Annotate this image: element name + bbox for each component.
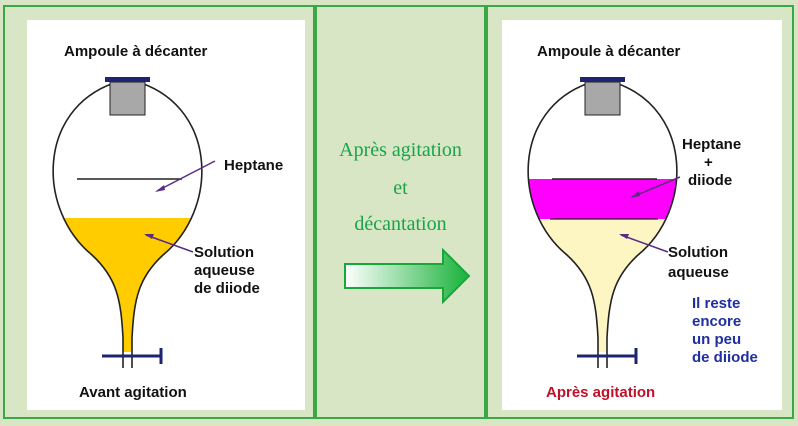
stopper-top [580, 77, 625, 82]
solution-label-line1: Solution [194, 244, 254, 261]
heptane-pointer [631, 176, 681, 198]
before-caption: Avant agitation [79, 384, 187, 401]
heptane-pointer-head [630, 191, 640, 198]
funnel-title: Ampoule à décanter [64, 43, 208, 60]
heptane-label-line2: + [704, 154, 713, 171]
note-line4: de diiode [692, 349, 758, 366]
solution-label-line3: de diiode [194, 280, 260, 297]
funnel-title: Ampoule à décanter [537, 43, 681, 60]
funnel-outline-left [52, 82, 124, 368]
funnel-outline-right [606, 82, 678, 368]
aqueous-iodine-layer [53, 218, 202, 338]
transition-line-1: Après agitation [339, 139, 462, 161]
panel-before-canvas: Ampoule à décanter Heptane Solution aque… [27, 20, 305, 410]
heptane-label-line3: diiode [688, 172, 733, 189]
solution-label-line2: aqueuse [668, 264, 729, 281]
stopper-body [584, 81, 621, 116]
panel-transition: Après agitation et décantation [315, 5, 486, 419]
transition-line-3: décantation [354, 213, 447, 235]
stem-liquid [123, 330, 132, 352]
panel-before: Ampoule à décanter Heptane Solution aque… [3, 5, 315, 419]
stopper-top [105, 77, 150, 82]
funnel-outline-left [527, 82, 599, 368]
note-line2: encore [692, 313, 742, 330]
note-line3: un peu [692, 331, 742, 348]
panel-after: Ampoule à décanter Heptane + diiode Solu… [486, 5, 794, 419]
solution-label-line2: aqueuse [194, 262, 255, 279]
panel-after-canvas: Ampoule à décanter Heptane + diiode Solu… [502, 20, 782, 410]
funnel-outline-right [131, 82, 203, 368]
right-arrow-icon [344, 247, 471, 305]
stem-liquid [598, 330, 607, 352]
funnel-before-illustration [52, 77, 216, 368]
heptane-pointer [156, 160, 216, 192]
solution-pointer [145, 234, 194, 253]
after-caption: Après agitation [546, 384, 656, 401]
note-line1: Il reste [692, 295, 741, 312]
solution-pointer-head [619, 234, 629, 239]
heptane-pointer-head [155, 185, 165, 192]
transition-line-2: et [393, 177, 408, 199]
organic-iodine-layer [528, 179, 677, 219]
solution-label-line1: Solution [668, 244, 728, 261]
stopper-body [109, 81, 146, 116]
heptane-label: Heptane [224, 157, 284, 174]
solution-pointer [620, 234, 669, 253]
funnel-after-illustration [527, 77, 681, 368]
heptane-label-line1: Heptane [682, 136, 742, 153]
solution-pointer-head [144, 234, 154, 239]
